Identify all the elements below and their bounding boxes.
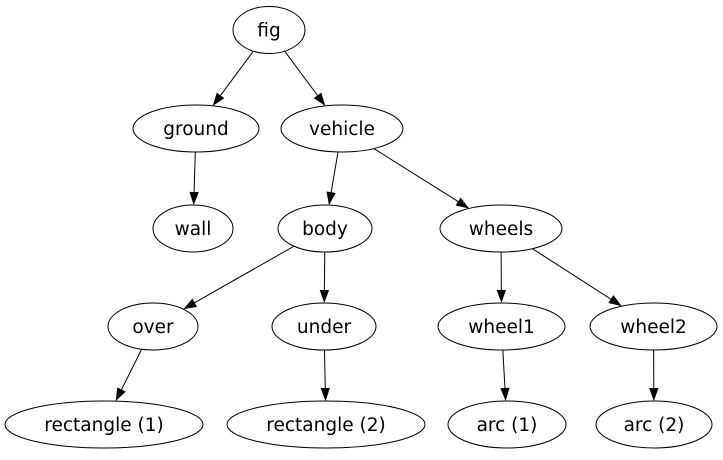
arrowhead-icon <box>327 191 336 205</box>
edge-line <box>503 350 505 389</box>
edge-line <box>324 350 325 389</box>
node-label: wheel2 <box>620 317 687 338</box>
edge-line <box>532 249 611 300</box>
node-label: wheel1 <box>468 317 535 338</box>
node-rectangle2: rectangle (2) <box>227 401 425 448</box>
node-label: arc (2) <box>624 415 685 436</box>
arrowhead-icon <box>116 387 126 401</box>
node-arc1: arc (1) <box>448 401 566 448</box>
edge-fig-vehicle <box>285 51 326 106</box>
edge-over-rectangle1 <box>116 349 142 401</box>
edge-wheel1-arc1 <box>500 350 509 401</box>
node-wheels: wheels <box>440 205 562 252</box>
arrowhead-icon <box>649 388 658 401</box>
edge-line <box>194 152 195 193</box>
edge-body-over <box>183 246 294 309</box>
edge-ground-wall <box>189 152 198 205</box>
node-vehicle: vehicle <box>281 105 403 152</box>
edge-line <box>194 246 294 303</box>
node-under: under <box>272 303 376 350</box>
node-label: under <box>297 317 352 338</box>
arrowhead-icon <box>320 290 329 303</box>
arrowhead-icon <box>213 93 225 106</box>
node-rectangle1: rectangle (1) <box>5 401 203 448</box>
node-label: wheels <box>469 219 533 240</box>
node-label: wall <box>175 219 212 240</box>
node-over: over <box>108 303 198 350</box>
node-label: over <box>132 317 174 338</box>
node-wheel2: wheel2 <box>590 303 717 350</box>
node-label: ground <box>163 119 228 140</box>
edge-line <box>220 51 253 96</box>
node-label: fig <box>257 20 280 41</box>
arrowhead-icon <box>608 295 621 306</box>
edge-vehicle-wheels <box>374 149 469 209</box>
edge-wheels-wheel1 <box>497 252 506 303</box>
arrowhead-icon <box>321 388 330 401</box>
node-wall: wall <box>153 205 233 252</box>
edge-line <box>331 152 338 193</box>
edge-under-rectangle2 <box>321 350 330 401</box>
node-label: arc (1) <box>477 415 538 436</box>
arrowhead-icon <box>500 388 509 401</box>
edge-wheels-wheel2 <box>532 249 621 306</box>
node-label: body <box>302 219 348 240</box>
node-ground: ground <box>133 105 259 152</box>
edge-fig-ground <box>213 51 254 106</box>
node-label: rectangle (2) <box>266 415 385 436</box>
arrowhead-icon <box>189 192 198 205</box>
arrowhead-icon <box>314 93 326 106</box>
arrowhead-icon <box>183 299 197 310</box>
edge-body-under <box>320 252 329 303</box>
edge-line <box>285 51 318 96</box>
node-wheel1: wheel1 <box>438 303 565 350</box>
edge-line <box>374 149 459 203</box>
node-fig: fig <box>233 7 305 54</box>
edge-wheel2-arc2 <box>649 350 658 401</box>
node-label: vehicle <box>309 119 375 140</box>
arrowhead-icon <box>456 198 470 209</box>
node-label: rectangle (1) <box>44 415 163 436</box>
edge-vehicle-body <box>327 152 338 205</box>
node-arc2: arc (2) <box>596 401 712 448</box>
arrowhead-icon <box>497 290 506 303</box>
edge-line <box>121 349 142 390</box>
node-body: body <box>278 205 372 252</box>
